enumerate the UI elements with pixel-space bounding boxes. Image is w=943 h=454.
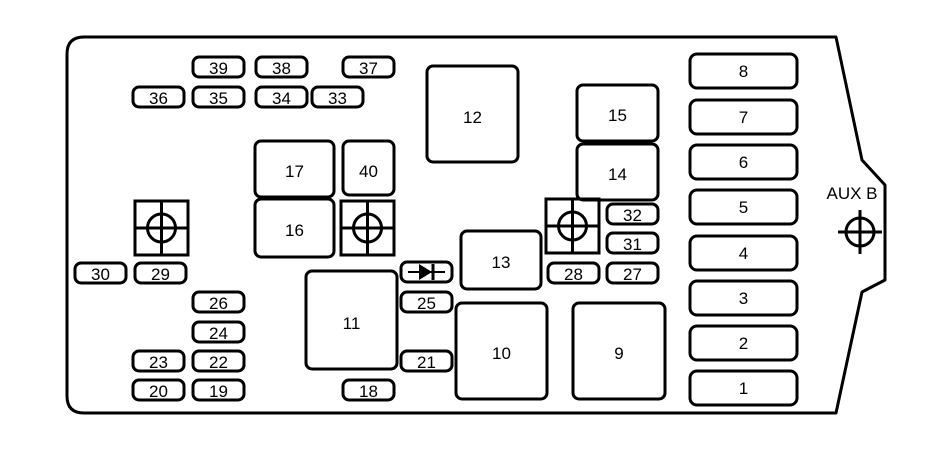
fuse-37-label: 37 [359, 59, 378, 78]
relay-13-label: 13 [492, 253, 511, 272]
fuse-22: 22 [191, 349, 246, 373]
fuse-18-label: 18 [359, 382, 378, 401]
fuse-19: 19 [191, 378, 246, 402]
relay-12: 12 [425, 64, 520, 164]
fuse-38: 38 [254, 55, 309, 79]
fuse-25-label: 25 [417, 294, 436, 313]
fuse-28-label: 28 [564, 265, 583, 284]
fuse-32-label: 32 [623, 206, 642, 225]
fuse-2: 2 [688, 324, 799, 362]
fuse-19-label: 19 [209, 382, 228, 401]
fuse-35-label: 35 [209, 89, 228, 108]
relay-9-label: 9 [614, 344, 623, 363]
relay-15: 15 [575, 83, 660, 143]
fuse-25: 25 [399, 290, 454, 314]
relay-16: 16 [253, 197, 336, 259]
fuse-8: 8 [688, 52, 799, 90]
fuse-27-label: 27 [623, 265, 642, 284]
relay-9: 9 [571, 301, 667, 401]
relay-11-label: 11 [343, 314, 361, 333]
fuse-8-label: 8 [739, 62, 748, 81]
fuse-7: 7 [688, 98, 799, 136]
fuse-6: 6 [688, 143, 799, 181]
fuse-5-label: 5 [739, 198, 748, 217]
fuse-20-label: 20 [149, 382, 168, 401]
fuse-29: 29 [133, 261, 188, 285]
fuse-22-label: 22 [209, 353, 228, 372]
fuse-30-label: 30 [91, 265, 110, 284]
fuse-31: 31 [605, 231, 660, 255]
relay-17-label: 17 [285, 162, 304, 181]
fuse-1: 1 [688, 369, 799, 407]
relay-13: 13 [459, 229, 543, 291]
relay-40: 40 [341, 139, 396, 197]
fuse-31-label: 31 [623, 235, 642, 254]
fuse-26-label: 26 [209, 294, 228, 313]
relay-16-label: 16 [285, 221, 304, 240]
fuse-6-label: 6 [739, 153, 748, 172]
fuse-37: 37 [341, 55, 396, 79]
fuse-34: 34 [254, 85, 309, 109]
fuse-34-label: 34 [272, 89, 291, 108]
fuse-7-label: 7 [739, 108, 748, 127]
fuse-3-label: 3 [739, 289, 748, 308]
fuse-38-label: 38 [272, 59, 291, 78]
fuse-23: 23 [131, 349, 186, 373]
stud-terminal-left [133, 199, 190, 257]
fuse-33: 33 [310, 85, 365, 109]
fuse-29-label: 29 [151, 265, 170, 284]
fuse-28: 28 [546, 261, 601, 285]
relay-14: 14 [575, 142, 660, 202]
relay-17: 17 [253, 139, 336, 199]
relay-40-label: 40 [359, 162, 378, 181]
fuse-3: 3 [688, 279, 799, 317]
diode-icon [399, 260, 454, 284]
aux-b-label: AUX B [826, 184, 877, 203]
fuse-24-label: 24 [209, 324, 228, 343]
fuse-23-label: 23 [149, 353, 168, 372]
relay-15-label: 15 [608, 106, 627, 125]
fuse-27: 27 [605, 261, 660, 285]
relay-11: 11 [304, 269, 399, 371]
relay-12-label: 12 [463, 108, 482, 127]
fuse-1-label: 1 [739, 379, 748, 398]
relay-10-label: 10 [492, 344, 511, 363]
fuse-39-label: 39 [209, 59, 228, 78]
fuse-block-outline [65, 35, 887, 415]
fuse-36-label: 36 [149, 89, 168, 108]
fuse-39: 39 [191, 55, 246, 79]
fuse-30: 30 [73, 261, 128, 285]
stud-terminal-center [339, 199, 396, 257]
fuse-2-label: 2 [739, 334, 748, 353]
relay-10: 10 [454, 301, 549, 401]
fuse-26: 26 [191, 290, 246, 314]
relay-14-label: 14 [608, 165, 627, 184]
fuse-18: 18 [341, 378, 396, 402]
fuse-32: 32 [605, 202, 660, 226]
aux-b-stud [838, 210, 882, 254]
fuse-33-label: 33 [328, 89, 347, 108]
stud-terminal-right [544, 197, 601, 255]
fuse-4: 4 [688, 234, 799, 272]
fuse-21-label: 21 [417, 353, 436, 372]
fuse-21: 21 [399, 349, 454, 373]
fuse-24: 24 [191, 320, 246, 344]
fuse-4-label: 4 [739, 244, 748, 263]
fuse-5: 5 [688, 188, 799, 226]
fuse-20: 20 [131, 378, 186, 402]
fuse-36: 36 [131, 85, 186, 109]
fuse-35: 35 [191, 85, 246, 109]
